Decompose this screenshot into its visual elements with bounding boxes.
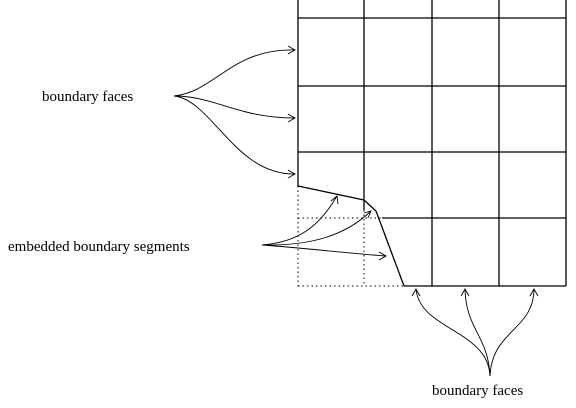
embedded-segment-1 <box>297 185 365 201</box>
embedded-segment-2 <box>363 199 377 212</box>
arrowhead-bottom-face-2 <box>460 288 470 297</box>
arrow-to-bottom-face-1 <box>415 288 491 377</box>
embedded-segments-label: embedded boundary segments <box>8 239 190 255</box>
arrow-to-embedded-segment-1 <box>261 195 338 246</box>
embedded-segment-3 <box>375 210 405 287</box>
arrow-to-bottom-face-2 <box>464 288 491 377</box>
bottom-boundary-arrows <box>411 288 539 377</box>
arrow-to-bottom-face-3 <box>489 288 535 377</box>
arrowhead-bottom-face-1 <box>411 288 421 297</box>
cut-cells-dotted <box>297 186 404 287</box>
arrow-to-embedded-segment-2 <box>261 210 372 246</box>
arrowhead-embedded-segment-1 <box>330 195 339 205</box>
arrowhead-embedded-segment-3 <box>378 251 387 261</box>
arrowhead-embedded-segment-2 <box>363 210 372 219</box>
arrowhead-left-face-1 <box>287 45 296 55</box>
arrowhead-left-face-3 <box>287 169 296 179</box>
left-boundary-faces-label: boundary faces <box>42 89 133 105</box>
arrow-to-left-face-3 <box>173 95 296 175</box>
arrowhead-left-face-2 <box>287 113 296 123</box>
bottom-boundary-faces-label: boundary faces <box>432 383 523 399</box>
arrow-to-left-face-1 <box>173 49 296 97</box>
embedded-boundary <box>297 185 566 287</box>
embedded-segment-arrows <box>261 195 387 261</box>
cartesian-grid <box>297 0 567 286</box>
left-boundary-arrows <box>173 45 296 179</box>
arrow-to-embedded-segment-3 <box>261 244 387 257</box>
arrowhead-bottom-face-3 <box>529 288 539 297</box>
arrow-to-left-face-2 <box>173 95 296 119</box>
